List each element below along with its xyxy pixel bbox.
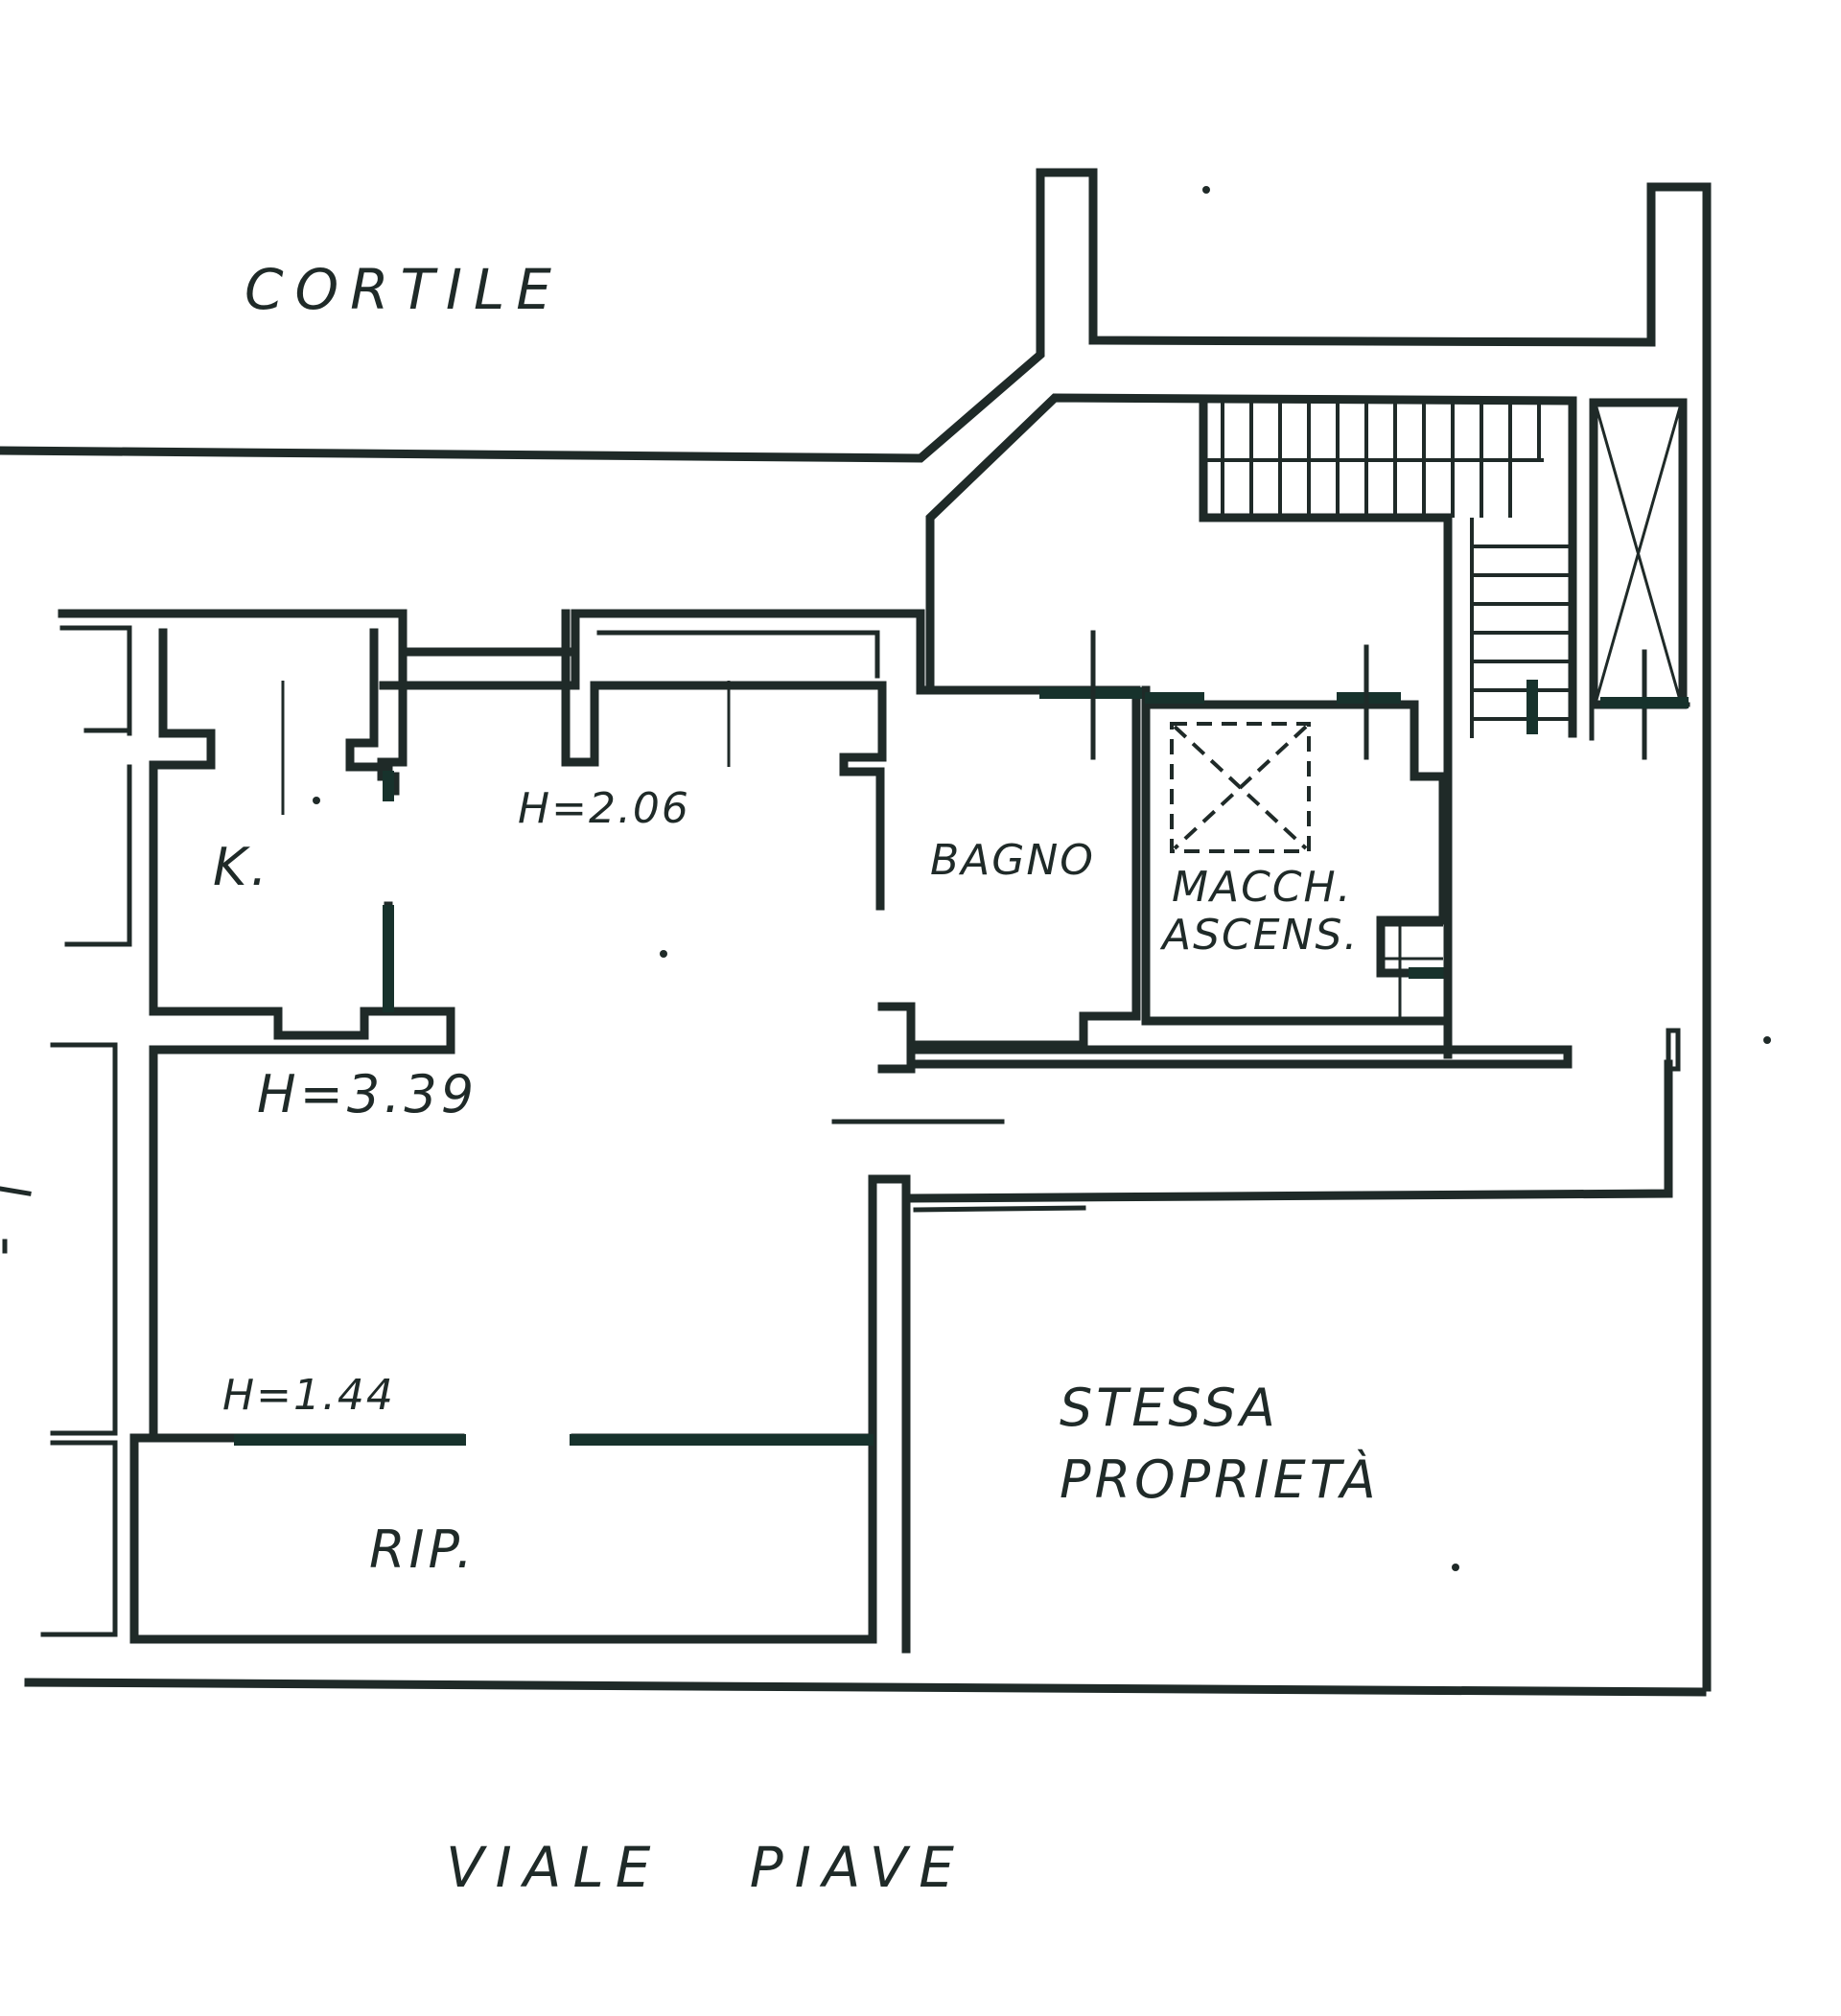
label-height-upper: H=2.06: [518, 784, 690, 833]
label-macchine-line-1: MACCH.: [1172, 863, 1353, 912]
drawing-marks: [0, 186, 1771, 1571]
label-height-low: H=1.44: [222, 1371, 395, 1420]
label-macchine-line-2: ASCENS.: [1159, 911, 1359, 960]
label-stessa-line-1: STESSA: [1060, 1378, 1279, 1438]
label-cortile: CORTILE: [245, 257, 563, 322]
label-ripostiglio: RIP.: [369, 1519, 477, 1580]
label-kitchen: K.: [213, 837, 271, 897]
label-bagno: BAGNO: [930, 836, 1095, 885]
corridor: [906, 1059, 1673, 1213]
bathroom-and-machine-room: [877, 630, 1690, 1074]
label-stessa-line-2: PROPRIETÀ: [1060, 1449, 1380, 1510]
living-room: [24, 1042, 1707, 1697]
kitchen-room: [59, 625, 455, 1054]
courtyard-boundary: [0, 168, 1712, 1692]
label-height-main: H=3.39: [257, 1064, 478, 1124]
label-street: VIALE PIAVE: [446, 1835, 966, 1900]
labels: CORTILE K. H=2.06 BAGNO MACCH. ASCENS. H…: [213, 257, 1380, 1900]
upper-walls: [58, 609, 925, 911]
